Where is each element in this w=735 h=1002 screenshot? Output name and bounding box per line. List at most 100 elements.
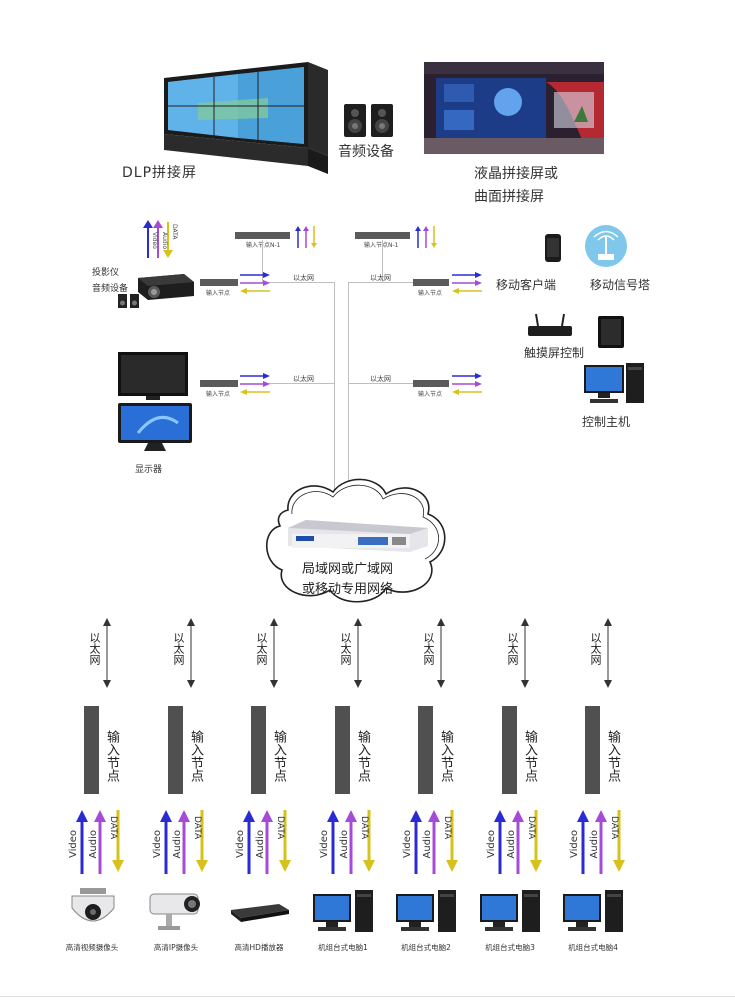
bidirectional-arrow-icon — [187, 618, 195, 688]
data-text: DATA — [108, 816, 118, 840]
ethernet-label: 以太网 — [339, 632, 352, 665]
data-text: DATA — [526, 816, 536, 840]
bidirectional-arrow-icon — [604, 618, 612, 688]
input-node-label: 输入节点 — [438, 730, 453, 782]
signal-arrows-icon — [494, 810, 542, 874]
signal-arrows-icon — [160, 810, 208, 874]
audio-text: Audio — [422, 830, 433, 859]
signal-arrows-top-left: Video Audio DATA — [140, 220, 180, 260]
device-label: 高清视频摄像头 — [65, 943, 119, 952]
trunk-line-left — [334, 282, 335, 492]
device-label: 机组台式电脑2 — [401, 943, 451, 952]
input-node-bar — [413, 380, 449, 387]
input-node-bar — [413, 279, 449, 286]
input-node-label: 输入节点 — [188, 730, 203, 782]
data-text: DATA — [192, 816, 202, 840]
connector-line — [262, 282, 334, 283]
signal-arrows-icon — [243, 810, 291, 874]
ethernet-label: 以太网 — [506, 632, 519, 665]
ethernet-label: 以太网 — [293, 375, 314, 383]
input-node-label: 输入节点 — [104, 730, 119, 782]
input-node-bar — [335, 706, 350, 794]
signal-arrows-icon — [327, 810, 375, 874]
tv-icon — [118, 352, 188, 402]
footer-divider — [0, 996, 735, 997]
network-cloud: 局域网或广域网 或移动专用网络 — [258, 470, 454, 608]
speaker-icon — [343, 103, 395, 139]
input-node-label: 输入节点 — [206, 391, 231, 398]
projector-audio-label: 音频设备 — [92, 284, 129, 294]
desktop-pc-icon — [313, 890, 373, 932]
input-node-n1-label: 输入节点N-1 — [246, 242, 281, 249]
input-node-bar — [200, 279, 238, 286]
desktop-pc-icon — [396, 890, 456, 932]
video-text: Video — [152, 830, 163, 859]
bidirectional-arrow-icon — [270, 618, 278, 688]
input-node-bar — [355, 232, 410, 239]
lcd-label-line2: 曲面拼接屏 — [474, 189, 544, 205]
signal-arrows-mini — [293, 226, 323, 252]
projector-label: 投影仪 — [92, 268, 120, 278]
tablet-icon — [598, 316, 624, 348]
bidirectional-arrow-icon — [354, 618, 362, 688]
cloud-label-line1: 局域网或广域网 — [302, 562, 394, 577]
connector-line — [262, 240, 263, 282]
desktop-pc-icon — [584, 363, 646, 405]
bidirectional-arrow-icon — [103, 618, 111, 688]
mobile-tower-label: 移动信号塔 — [590, 278, 651, 292]
audio-text: Audio — [589, 830, 600, 859]
ethernet-label: 以太网 — [589, 632, 602, 665]
data-text: DATA — [171, 224, 178, 240]
audio-text: Audio — [255, 830, 266, 859]
signal-arrows-horizontal — [452, 271, 482, 299]
ethernet-label: 以太网 — [172, 632, 185, 665]
video-text: Video — [151, 232, 158, 249]
bidirectional-arrow-icon — [521, 618, 529, 688]
lcd-video-wall-image — [424, 62, 604, 154]
input-node-label: 输入节点 — [271, 730, 286, 782]
audio-text: Audio — [161, 232, 168, 250]
device-label: 机组台式电脑3 — [485, 943, 535, 952]
audio-device-label: 音频设备 — [338, 144, 394, 160]
ethernet-label: 以太网 — [88, 632, 101, 665]
router-icon — [528, 313, 572, 340]
device-label: 高清HD播放器 — [234, 943, 284, 952]
dlp-video-wall-image — [158, 48, 333, 178]
lcd-label-line1: 液晶拼接屏或 — [474, 166, 558, 182]
ethernet-label: 以太网 — [370, 375, 391, 383]
input-node-bar — [418, 706, 433, 794]
audio-text: Audio — [172, 830, 183, 859]
connector-line — [348, 282, 416, 283]
speaker-icon — [118, 293, 140, 308]
dlp-label: DLP拼接屏 — [122, 165, 198, 181]
network-switch-icon — [288, 520, 428, 552]
monitor-label: 显示器 — [135, 465, 163, 475]
input-node-bar — [84, 706, 99, 794]
device-label: 机组台式电脑4 — [568, 943, 618, 952]
touch-control-label: 触摸屏控制 — [524, 346, 585, 360]
video-text: Video — [319, 830, 330, 859]
input-node-label: 输入节点 — [418, 290, 443, 297]
audio-text: Audio — [88, 830, 99, 859]
input-node-bar — [585, 706, 600, 794]
desktop-pc-icon — [480, 890, 540, 932]
device-label: 机组台式电脑1 — [318, 943, 368, 952]
signal-arrows-icon — [410, 810, 458, 874]
ethernet-label: 以太网 — [422, 632, 435, 665]
signal-arrows-icon — [577, 810, 625, 874]
mobile-client-label: 移动客户端 — [496, 278, 557, 292]
signal-arrows-mini — [413, 226, 443, 252]
input-node-label: 输入节点 — [418, 391, 443, 398]
audio-text: Audio — [506, 830, 517, 859]
ethernet-label: 以太网 — [370, 274, 391, 282]
input-node-label: 输入节点 — [206, 290, 231, 297]
dome-camera-icon — [71, 888, 115, 922]
signal-tower-icon — [584, 224, 628, 268]
input-node-label: 输入节点 — [605, 730, 620, 782]
input-node-bar — [200, 380, 238, 387]
control-host-label: 控制主机 — [582, 415, 631, 429]
connector-line — [348, 383, 414, 384]
video-text: Video — [569, 830, 580, 859]
ethernet-label: 以太网 — [293, 274, 314, 282]
data-text: DATA — [609, 816, 619, 840]
